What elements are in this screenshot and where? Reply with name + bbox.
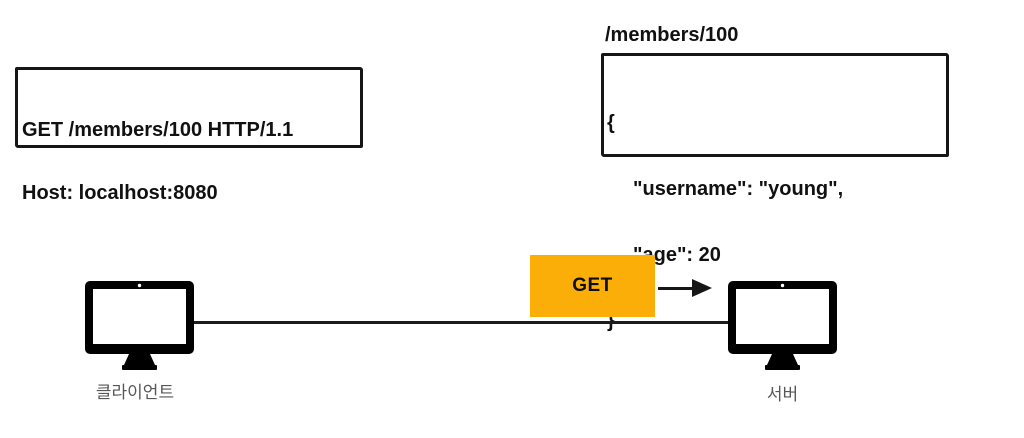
- client-node-label: 클라이언트: [95, 383, 175, 402]
- request-host-line: Host: localhost:8080: [22, 182, 218, 204]
- request-arrow-head-icon: [692, 279, 712, 297]
- json-username-line: "username": "young",: [633, 178, 844, 200]
- get-method-badge: GET: [530, 255, 655, 317]
- http-request-box: GET /members/100 HTTP/1.1 Host: localhos…: [15, 67, 363, 204]
- client-monitor-icon: [85, 281, 194, 370]
- json-open-brace: {: [607, 112, 615, 134]
- resource-path-label: /members/100: [605, 24, 739, 46]
- json-age-line: "age": 20: [633, 244, 721, 266]
- server-monitor-icon: [728, 281, 837, 370]
- request-arrow-shaft: [658, 287, 694, 290]
- request-line: GET /members/100 HTTP/1.1: [22, 119, 294, 141]
- connection-line: [193, 321, 728, 324]
- server-node-label: 서버: [766, 385, 799, 404]
- json-response-box: { "username": "young", "age": 20 }: [601, 53, 949, 332]
